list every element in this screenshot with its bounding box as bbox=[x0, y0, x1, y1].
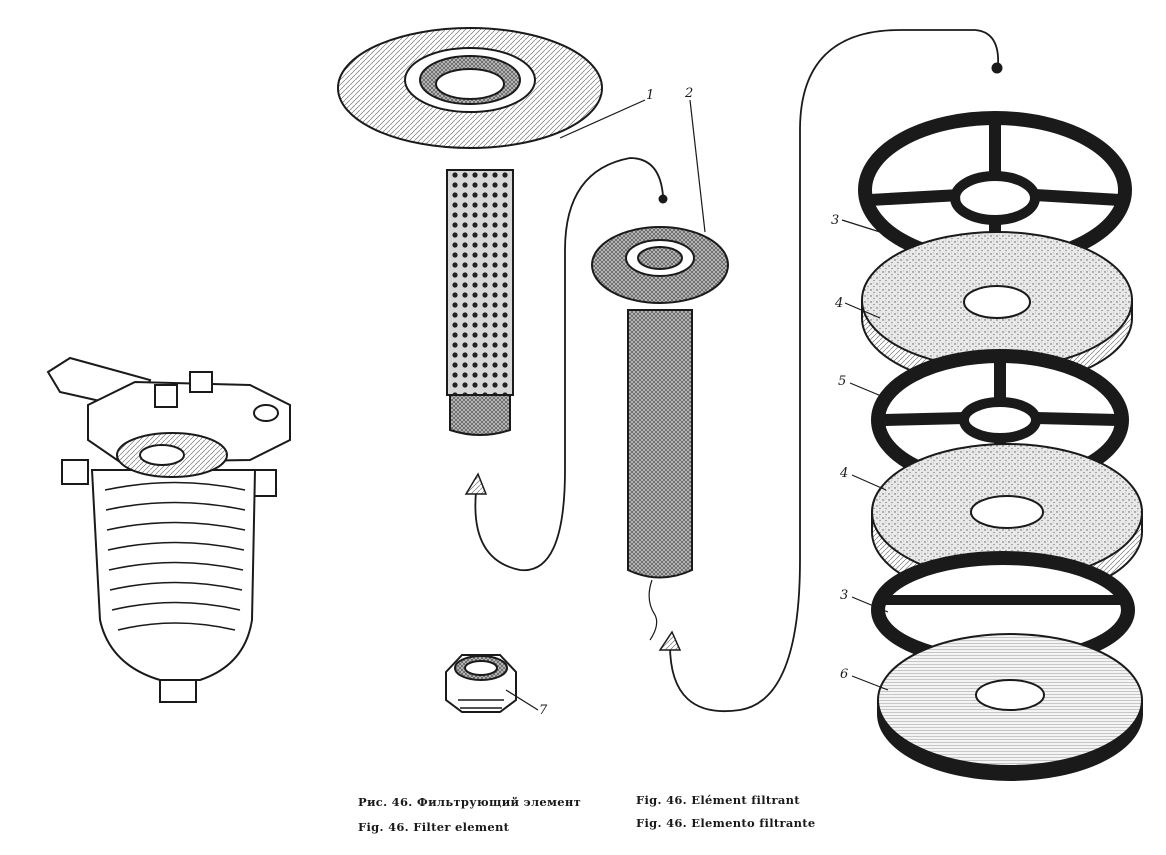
part-7-nut bbox=[445, 654, 517, 713]
part-6-radial-disc bbox=[877, 633, 1143, 781]
part-2-mesh-tube bbox=[591, 226, 729, 641]
callout-5: 5 bbox=[838, 374, 847, 389]
part-1-perforated-tube bbox=[337, 27, 603, 436]
caption-russian: Рис. 46. Фильтрующий элемент bbox=[358, 795, 582, 809]
callout-leaders bbox=[505, 99, 889, 711]
callout-4-lower: 4 bbox=[840, 466, 849, 481]
callout-3-upper: 3 bbox=[831, 213, 840, 228]
caption-french: Fig. 46. Elément filtrant bbox=[636, 793, 800, 807]
caption-italian: Fig. 46. Elemento filtrante bbox=[636, 816, 816, 830]
callout-6: 6 bbox=[840, 667, 849, 682]
callout-1: 1 bbox=[646, 88, 655, 103]
part-3-spider-plate-upper bbox=[858, 111, 1132, 269]
caption-english: Fig. 46. Filter element bbox=[358, 820, 510, 834]
callout-3-lower: 3 bbox=[840, 588, 849, 603]
flow-arrowheads bbox=[464, 62, 1003, 651]
callout-2: 2 bbox=[685, 86, 694, 101]
part-4-felt-disc-upper bbox=[861, 231, 1133, 387]
assembled-filter-housing bbox=[46, 356, 291, 703]
flow-lines bbox=[474, 29, 999, 712]
callout-4-upper: 4 bbox=[835, 296, 844, 311]
callout-7: 7 bbox=[539, 703, 548, 718]
